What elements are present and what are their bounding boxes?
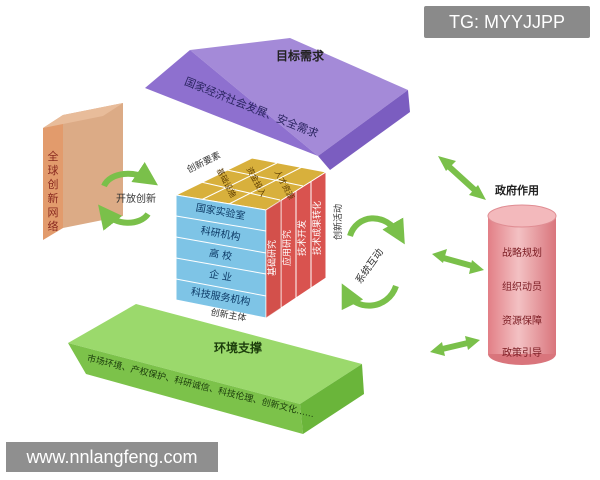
open-innovation-label: 开放创新 (116, 192, 156, 205)
system-interaction-label: 系统互动 (352, 246, 386, 286)
target-demand-roof: 目标需求 国家经济社会发展、安全需求 (145, 38, 410, 170)
government-item-3: 资源保障 (502, 314, 542, 327)
government-item-4: 政策引导 (502, 346, 542, 359)
environment-platform: 环境支撑 市场环境、产权保护、科研诚信、科技伦理、创新文化…… (68, 304, 364, 434)
cube-right-col-3: 技术开发 (296, 220, 308, 256)
cube-front-row-3: 高 校 (208, 246, 233, 263)
global-network-char-5: 网 (48, 206, 59, 219)
arrow-government-to-environment (430, 336, 480, 356)
arrow-government-to-cube (432, 249, 484, 274)
system-interaction-cycle: 系统互动 (341, 215, 405, 311)
environment-title: 环境支撑 (214, 340, 262, 355)
global-network-box: 全 球 创 新 网 络 (43, 103, 123, 240)
global-network-char-2: 球 (48, 163, 59, 177)
site-watermark: www.nnlangfeng.com (6, 442, 218, 472)
telegram-watermark: TG: MYYJJPP (424, 6, 590, 38)
cube-front-row-4: 企 业 (208, 267, 233, 284)
innovation-cube: 人才资源 资金投入 基础设施 创新要素 国家实验室 科研机构 高 校 企 业 科… (174, 149, 344, 324)
open-innovation-cycle: 开放创新 (98, 162, 158, 231)
government-title: 政府作用 (495, 183, 539, 197)
cube-right-col-2: 应用研究 (281, 230, 293, 266)
government-cylinder: 政府作用 战略规划 组织动员 资源保障 政策引导 (487, 183, 557, 365)
global-network-char-4: 新 (48, 191, 59, 205)
cube-right-label: 创新活动 (332, 204, 344, 240)
global-network-char-3: 创 (48, 178, 59, 191)
cube-right-col-1: 基础研究 (266, 240, 278, 276)
global-network-char-1: 全 (48, 149, 59, 163)
target-demand-title: 目标需求 (276, 48, 325, 63)
government-item-2: 组织动员 (502, 280, 542, 293)
global-network-char-6: 络 (48, 219, 59, 233)
arrow-government-to-demand (438, 156, 486, 200)
cube-right-col-4: 技术成果转化 (311, 201, 323, 255)
government-item-1: 战略规划 (502, 246, 542, 259)
